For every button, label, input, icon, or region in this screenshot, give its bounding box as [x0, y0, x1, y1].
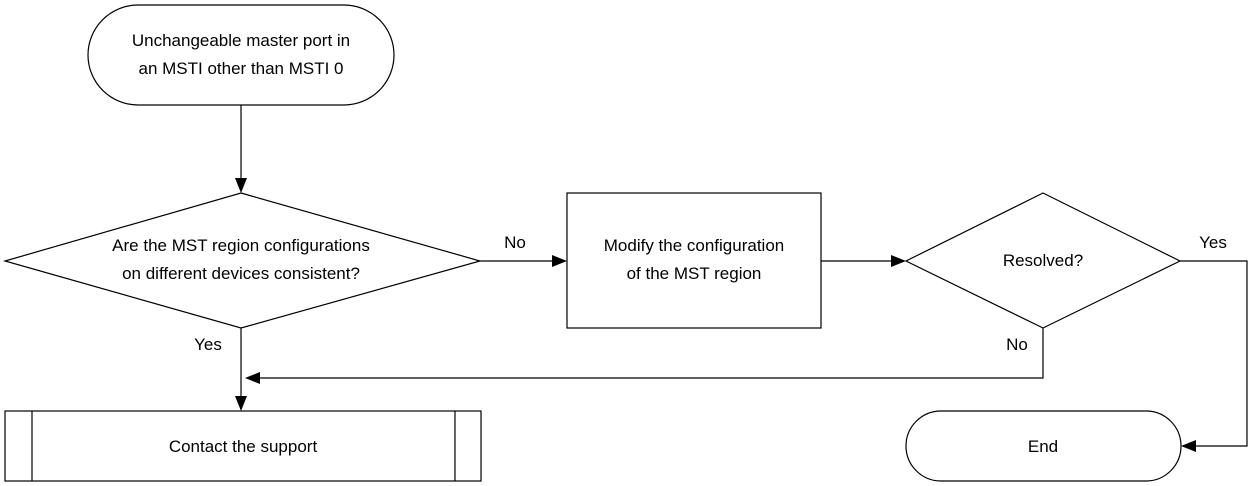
modify-process-shape	[566, 192, 822, 329]
arrowhead-check-no-to-modify	[552, 255, 567, 267]
modify-label-line-1: Modify the configuration	[604, 236, 785, 255]
edge-resolved-yes-to-end	[1180, 260, 1248, 447]
edge-label-resolved-no: No	[1006, 335, 1028, 354]
end-label: End	[1028, 437, 1058, 456]
arrowhead-resolved-no-to-contact	[245, 372, 260, 384]
resolved-label: Resolved?	[1003, 251, 1083, 270]
arrowhead-resolved-yes-to-end	[1181, 440, 1196, 452]
arrowhead-check-yes-to-contact	[235, 396, 247, 411]
end-shape	[905, 410, 1182, 482]
resolved-decision-node: Resolved?	[904, 192, 1182, 329]
arrowhead-modify-to-resolved	[891, 255, 906, 267]
edge-label-check-yes: Yes	[194, 335, 222, 354]
contact-support-node: Contact the support	[4, 410, 482, 482]
end-node: End	[905, 410, 1182, 482]
consistency-label-line-2: on different devices consistent?	[122, 264, 360, 283]
modify-process-node: Modify the configuration of the MST regi…	[566, 192, 822, 329]
consistency-decision-shape	[2, 192, 483, 329]
edge-label-resolved-yes: Yes	[1199, 233, 1227, 252]
edge-label-check-no: No	[504, 233, 526, 252]
consistency-decision-node: Are the MST region configurations on dif…	[2, 192, 483, 329]
contact-support-shape	[4, 410, 482, 482]
start-shape	[87, 4, 395, 106]
contact-support-label: Contact the support	[169, 437, 318, 456]
modify-label-line-2: of the MST region	[627, 264, 762, 283]
consistency-label-line-1: Are the MST region configurations	[112, 236, 370, 255]
start-label-line-1: Unchangeable master port in	[132, 31, 350, 50]
edge-resolved-no-to-contact	[258, 328, 1044, 379]
start-node: Unchangeable master port in an MSTI othe…	[87, 4, 395, 106]
arrowhead-start-to-check	[235, 178, 247, 193]
start-label-line-2: an MSTI other than MSTI 0	[138, 59, 343, 78]
